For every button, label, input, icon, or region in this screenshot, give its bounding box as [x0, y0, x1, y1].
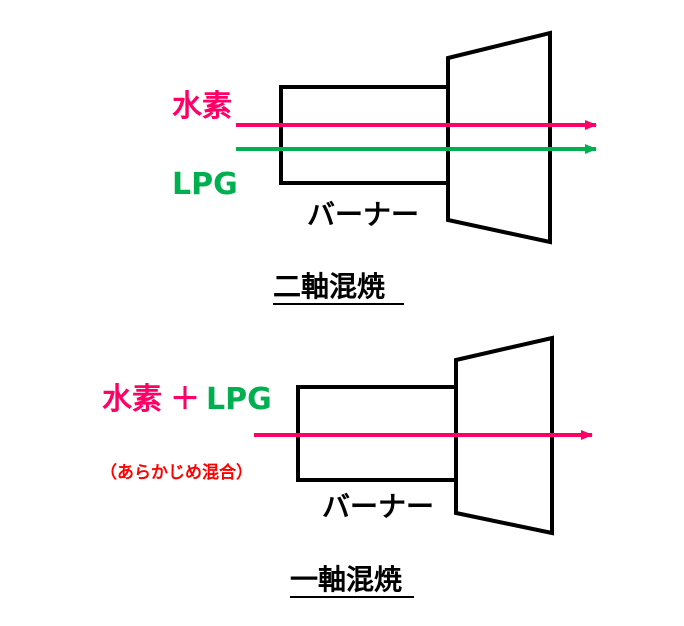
top-caption: 二軸混焼	[273, 270, 385, 303]
bottom-plus-sign: ＋	[170, 382, 200, 417]
top-burner-label: バーナー	[307, 198, 419, 231]
top-combustor-cone	[446, 30, 552, 245]
top-burner-body	[279, 85, 450, 185]
top-lpg-label: LPG	[172, 167, 238, 202]
bottom-hydrogen-label: 水素	[102, 382, 162, 417]
bottom-caption: 一軸混焼	[290, 563, 402, 596]
bottom-diagram: 水素 ＋ LPG （あらかじめ混合） バーナー 一軸混焼	[100, 335, 593, 598]
bottom-burner-label: バーナー	[322, 490, 434, 523]
bottom-premix-note: （あらかじめ混合）	[100, 462, 253, 483]
top-hydrogen-label: 水素	[172, 89, 232, 124]
bottom-lpg-label: LPG	[206, 382, 272, 417]
top-diagram: 水素 LPG バーナー 二軸混焼	[172, 30, 597, 305]
